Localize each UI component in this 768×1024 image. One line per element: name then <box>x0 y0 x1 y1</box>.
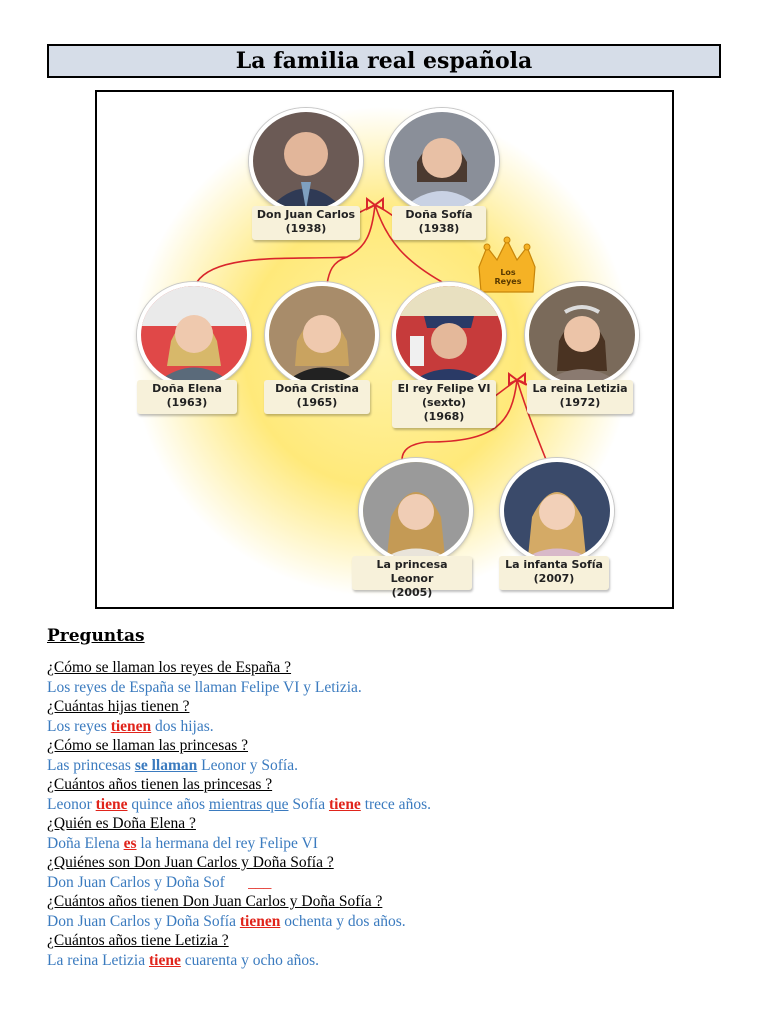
caption-letizia: La reina Letizia (1972) <box>527 380 633 414</box>
answer-3-post: Leonor y Sofía. <box>197 757 298 774</box>
answer-6-blank: ___ <box>248 874 271 891</box>
photo-cristina <box>265 282 379 388</box>
crown-label: Los Reyes <box>490 268 526 286</box>
question-6: ¿Quiénes son Don Juan Carlos y Doña Sofí… <box>47 853 737 873</box>
page-title: La familia real española <box>236 48 533 74</box>
answer-4-part2: quince años <box>128 796 209 813</box>
photo-letizia <box>525 282 639 388</box>
question-8: ¿Cuántos años tiene Letizia ? <box>47 931 737 951</box>
answer-6: Don Juan Carlos y Doña Sof ___ <box>47 873 737 893</box>
question-2: ¿Cuántas hijas tienen ? <box>47 697 737 717</box>
name-leonor: La princesa Leonor <box>355 558 469 586</box>
answer-3: Las princesas se llaman Leonor y Sofía. <box>47 756 737 776</box>
ordinal-felipe: (sexto) <box>395 396 493 410</box>
caption-felipe: El rey Felipe VI (sexto) (1968) <box>392 380 496 428</box>
answer-5-pre: Doña Elena <box>47 835 124 852</box>
photo-juan-carlos <box>249 108 363 214</box>
year-felipe: (1968) <box>395 410 493 424</box>
year-juan-carlos: (1938) <box>255 222 357 236</box>
questions-section: Preguntas ¿Cómo se llaman los reyes de E… <box>47 626 737 970</box>
caption-juan-carlos: Don Juan Carlos (1938) <box>252 206 360 240</box>
answer-4-part4: trece años. <box>361 796 431 813</box>
answer-4: Leonor tiene quince años mientras que So… <box>47 795 737 815</box>
question-4: ¿Cuántos años tienen las princesas ? <box>47 775 737 795</box>
questions-heading: Preguntas <box>47 626 737 648</box>
year-cristina: (1965) <box>267 396 367 410</box>
question-3: ¿Cómo se llaman las princesas ? <box>47 736 737 756</box>
year-infanta-sofia: (2007) <box>502 572 606 586</box>
question-5: ¿Quién es Doña Elena ? <box>47 814 737 834</box>
year-elena: (1963) <box>140 396 234 410</box>
answer-4-highlight-2: tiene <box>329 796 361 813</box>
photo-elena <box>137 282 251 388</box>
answer-7-pre: Don Juan Carlos y Doña Sofía <box>47 913 240 930</box>
family-tree-image: Los Reyes Don Juan Carlos (1938) Doña So… <box>95 90 674 609</box>
year-leonor: (2005) <box>355 586 469 600</box>
answer-4-part1: Leonor <box>47 796 96 813</box>
photo-sofia <box>385 108 499 214</box>
crown-label-reyes: Reyes <box>495 277 522 286</box>
name-cristina: Doña Cristina <box>267 382 367 396</box>
year-sofia: (1938) <box>395 222 483 236</box>
answer-3-pre: Las princesas <box>47 757 135 774</box>
name-juan-carlos: Don Juan Carlos <box>255 208 357 222</box>
answer-4-highlight-1: tiene <box>96 796 128 813</box>
name-felipe: El rey Felipe VI <box>395 382 493 396</box>
answer-4-connector: mientras que <box>209 796 289 813</box>
answer-2-post: dos hijas. <box>151 718 213 735</box>
year-letizia: (1972) <box>530 396 630 410</box>
answer-7-post: ochenta y dos años. <box>280 913 405 930</box>
answer-8-highlight: tiene <box>149 952 181 969</box>
caption-sofia: Doña Sofía (1938) <box>392 206 486 240</box>
answer-5-highlight: es <box>124 835 137 852</box>
answer-2: Los reyes tienen dos hijas. <box>47 717 737 737</box>
caption-leonor: La princesa Leonor (2005) <box>352 556 472 590</box>
answer-4-part3: Sofía <box>289 796 329 813</box>
answer-1: Los reyes de España se llaman Felipe VI … <box>47 678 737 698</box>
question-7: ¿Cuántos años tienen Don Juan Carlos y D… <box>47 892 737 912</box>
answer-2-highlight: tienen <box>111 718 151 735</box>
answer-2-pre: Los reyes <box>47 718 111 735</box>
caption-infanta-sofia: La infanta Sofía (2007) <box>499 556 609 590</box>
answer-5: Doña Elena es la hermana del rey Felipe … <box>47 834 737 854</box>
name-elena: Doña Elena <box>140 382 234 396</box>
answer-8-pre: La reina Letizia <box>47 952 149 969</box>
question-1: ¿Cómo se llaman los reyes de España ? <box>47 658 737 678</box>
answer-7: Don Juan Carlos y Doña Sofía tienen oche… <box>47 912 737 932</box>
name-letizia: La reina Letizia <box>530 382 630 396</box>
photo-infanta-sofia <box>500 458 614 564</box>
caption-elena: Doña Elena (1963) <box>137 380 237 414</box>
photo-felipe <box>392 282 506 388</box>
answer-6-pre: Don Juan Carlos y Doña Sof <box>47 874 225 891</box>
name-sofia: Doña Sofía <box>395 208 483 222</box>
photo-leonor <box>359 458 473 564</box>
answer-7-highlight: tienen <box>240 913 280 930</box>
answer-3-highlight: se llaman <box>135 757 197 774</box>
answer-8-post: cuarenta y ocho años. <box>181 952 319 969</box>
answer-5-post: la hermana del rey Felipe VI <box>137 835 318 852</box>
answer-8: La reina Letizia tiene cuarenta y ocho a… <box>47 951 737 971</box>
crown-label-los: Los <box>500 268 515 277</box>
page-title-box: La familia real española <box>47 44 721 78</box>
name-infanta-sofia: La infanta Sofía <box>502 558 606 572</box>
caption-cristina: Doña Cristina (1965) <box>264 380 370 414</box>
